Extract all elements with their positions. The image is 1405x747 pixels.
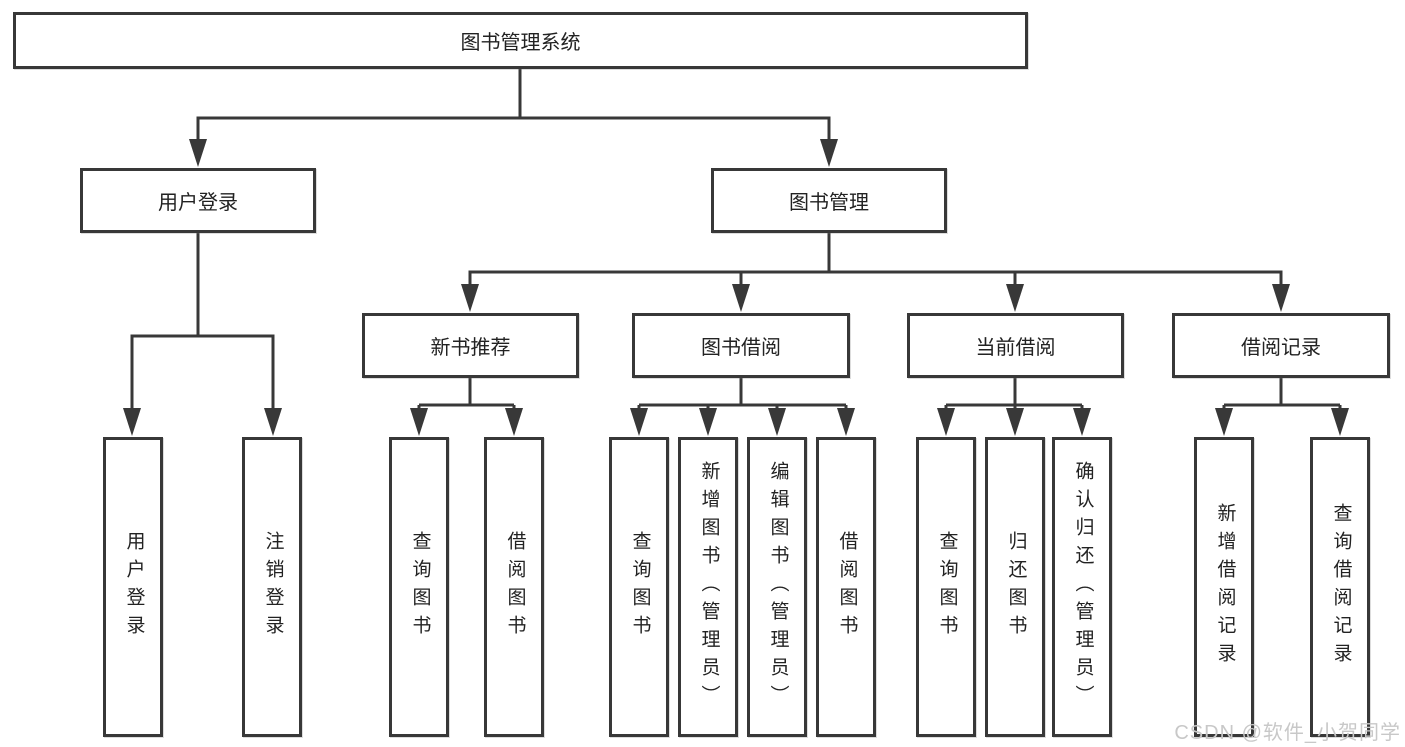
leaf-current-return-books: 归还图书 xyxy=(985,437,1045,737)
leaf-current-query-books: 查询图书 xyxy=(916,437,976,737)
leaf-newbooks-query-books: 查询图书 xyxy=(389,437,449,737)
arrowheads xyxy=(123,139,1349,436)
leaf-logout: 注销登录 xyxy=(242,437,302,737)
node-current-borrow: 当前借阅 xyxy=(907,313,1124,378)
node-book-borrow: 图书借阅 xyxy=(632,313,850,378)
leaf-records-query-record: 查询借阅记录 xyxy=(1310,437,1370,737)
node-root: 图书管理系统 xyxy=(13,12,1028,69)
node-new-book-recommend: 新书推荐 xyxy=(362,313,579,378)
node-borrow-records: 借阅记录 xyxy=(1172,313,1390,378)
leaf-newbooks-borrow-books: 借阅图书 xyxy=(484,437,544,737)
leaf-records-add-record: 新增借阅记录 xyxy=(1194,437,1254,737)
leaf-borrow-borrow-books: 借阅图书 xyxy=(816,437,876,737)
leaf-borrow-query-books: 查询图书 xyxy=(609,437,669,737)
leaf-user-login: 用户登录 xyxy=(103,437,163,737)
csdn-watermark: CSDN @软件_小贺同学 xyxy=(1174,722,1401,744)
node-book-management: 图书管理 xyxy=(711,168,947,233)
leaf-current-confirm-return-admin: 确认归还（管理员） xyxy=(1052,437,1112,737)
leaf-borrow-edit-books-admin: 编辑图书（管理员） xyxy=(747,437,807,737)
node-user-login: 用户登录 xyxy=(80,168,316,233)
leaf-borrow-add-books-admin: 新增图书（管理员） xyxy=(678,437,738,737)
